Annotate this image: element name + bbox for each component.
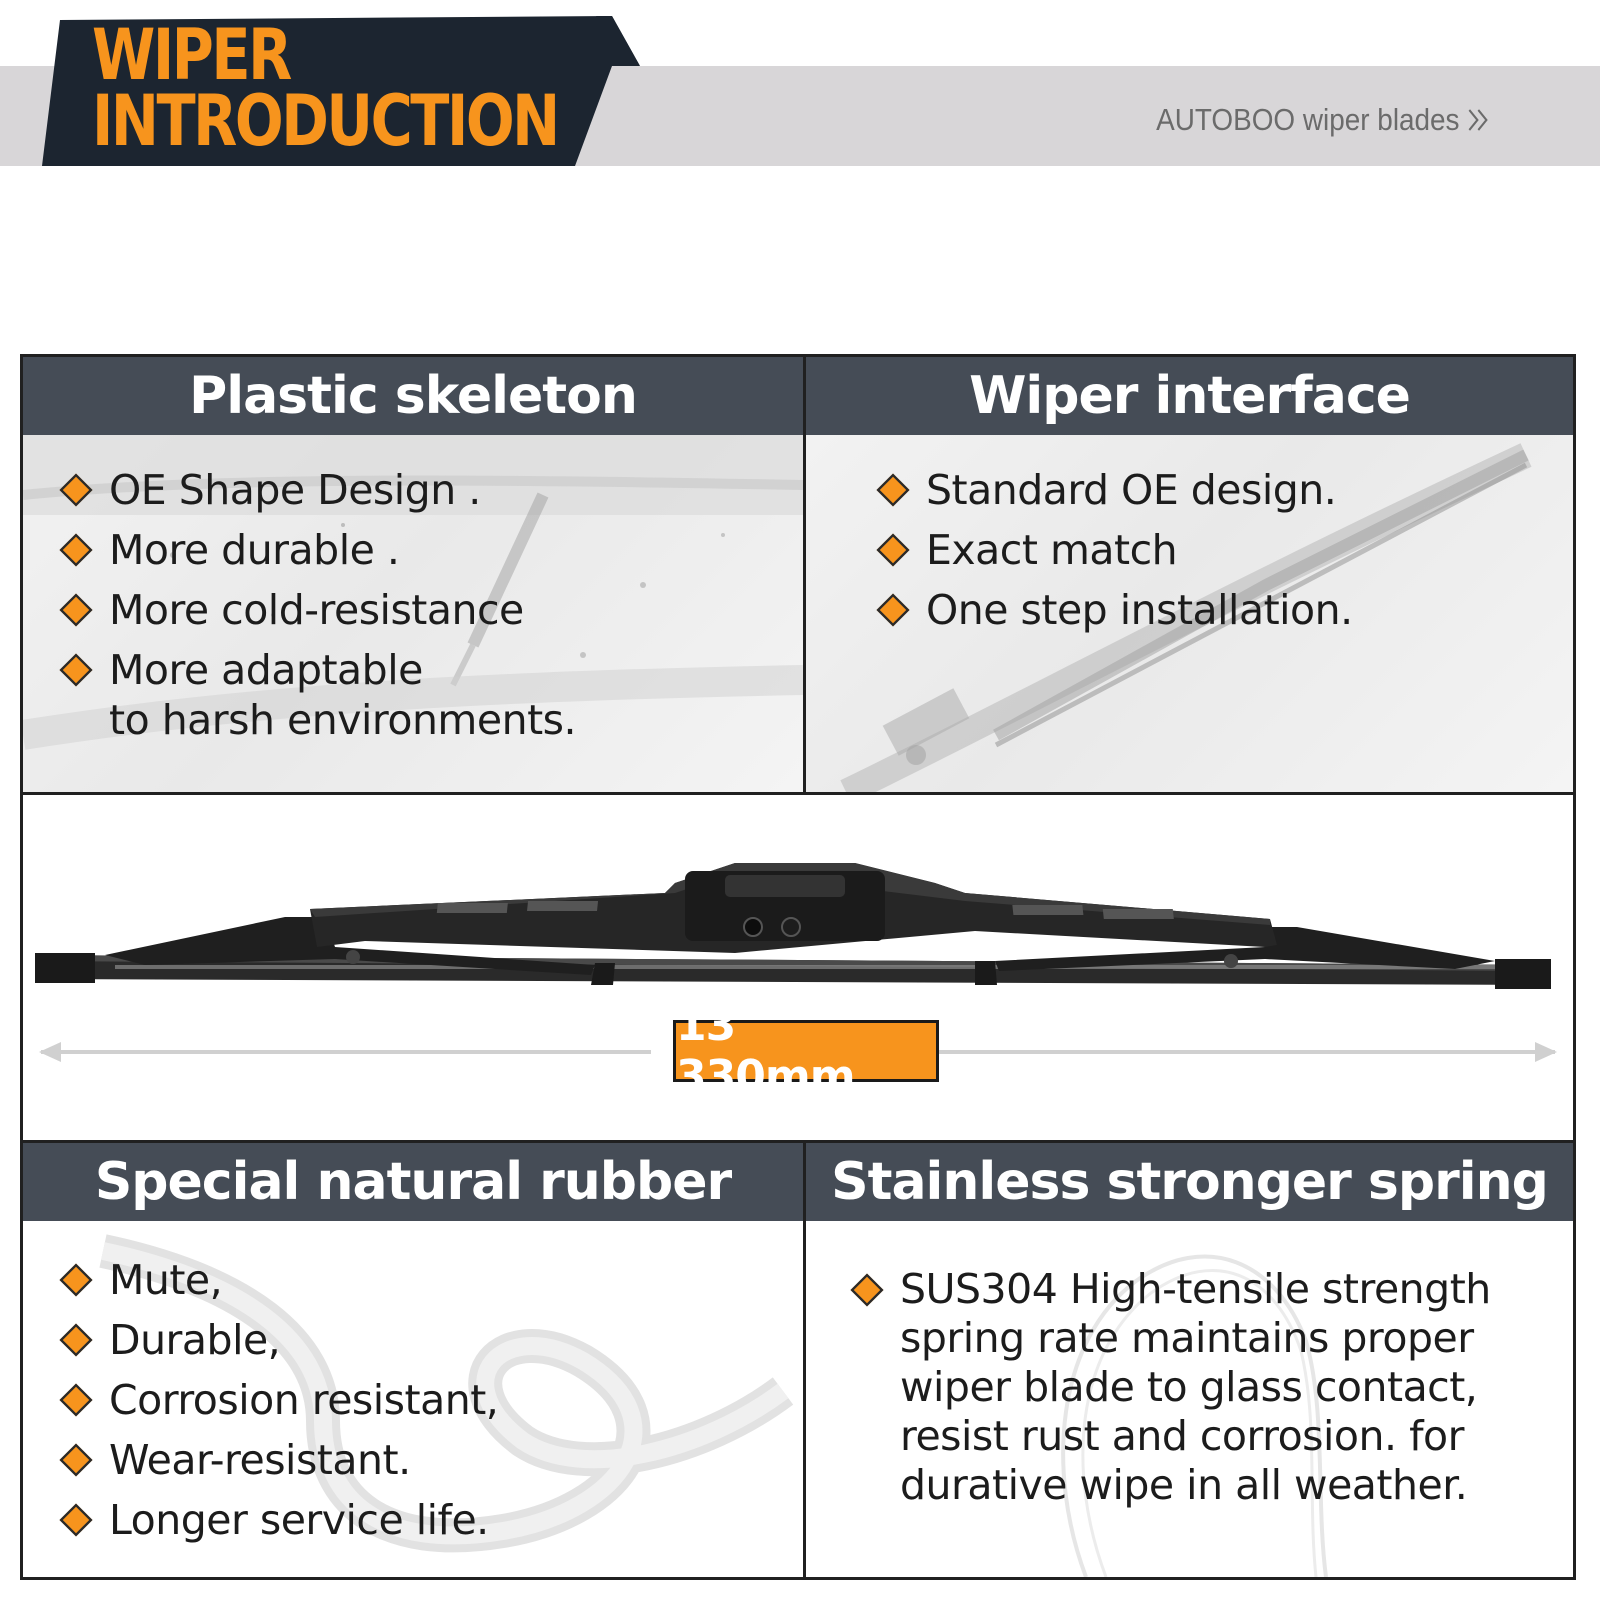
- list-item: Corrosion resistant,: [57, 1375, 499, 1425]
- diamond-bullet-icon: [876, 593, 910, 627]
- rubber-strip-photo-background: [99, 1234, 794, 1553]
- diamond-bullet-icon: [59, 593, 93, 627]
- grid-divider: [23, 792, 1573, 795]
- list-item: One step installation.: [874, 585, 1353, 635]
- diamond-bullet-icon: [850, 1273, 884, 1307]
- list-item: Longer service life.: [57, 1495, 498, 1545]
- section-body: Standard OE design. Exact match One step…: [806, 435, 1573, 792]
- feature-list: Standard OE design. Exact match One step…: [874, 465, 1353, 645]
- brand-link-label: AUTOBOO wiper blades: [1155, 102, 1460, 137]
- grid-divider: [803, 357, 806, 792]
- list-item: More durable .: [57, 525, 576, 575]
- section-title: Plastic skeleton: [23, 357, 803, 435]
- feature-grid: Plastic skeleton OE Shape Design . More …: [20, 354, 1576, 1580]
- page-title-line2: INTRODUCTION: [92, 80, 560, 162]
- brand-link[interactable]: AUTOBOO wiper blades: [1156, 102, 1490, 138]
- section-plastic-skeleton: Plastic skeleton OE Shape Design . More …: [23, 357, 803, 792]
- header-tab-shape: [42, 16, 640, 166]
- length-dimension-line: [39, 1042, 1557, 1062]
- diamond-bullet-icon: [876, 533, 910, 567]
- wiper-arm-photo-background: [840, 443, 1532, 792]
- diamond-bullet-icon: [59, 1323, 93, 1357]
- section-title: Special natural rubber: [23, 1143, 803, 1221]
- page-title: WIPER INTRODUCTION: [92, 14, 560, 162]
- section-wiper-interface: Wiper interface Standard OE design. Exac…: [806, 357, 1573, 792]
- grid-divider: [803, 1143, 806, 1577]
- double-chevron-right-icon: [1468, 109, 1488, 131]
- diamond-bullet-icon: [59, 1503, 93, 1537]
- diamond-bullet-icon: [59, 1443, 93, 1477]
- diamond-bullet-icon: [59, 653, 93, 687]
- grid-divider: [23, 1140, 1573, 1143]
- section-stainless-spring: Stainless stronger spring SUS304 High-te…: [806, 1143, 1573, 1577]
- feature-list: Mute, Durable, Corrosion resistant, Wear…: [57, 1255, 499, 1555]
- spring-strip-photo-background: [1061, 1254, 1328, 1577]
- list-item: Standard OE design.: [874, 465, 1353, 515]
- blade-size-label: 13" 330mm: [673, 1000, 939, 1102]
- section-title: Stainless stronger spring: [806, 1143, 1573, 1221]
- feature-list: OE Shape Design . More durable . More co…: [57, 465, 577, 745]
- page-title-line1: WIPER: [92, 14, 292, 96]
- diamond-bullet-icon: [59, 473, 93, 507]
- list-item: Exact match: [874, 525, 1353, 575]
- list-item: Wear-resistant.: [57, 1435, 498, 1485]
- diamond-bullet-icon: [876, 473, 910, 507]
- diamond-bullet-icon: [59, 1263, 93, 1297]
- diamond-bullet-icon: [59, 533, 93, 567]
- section-body: OE Shape Design . More durable . More co…: [23, 435, 803, 792]
- windshield-photo-background: [23, 435, 803, 750]
- section-body: Mute, Durable, Corrosion resistant, Wear…: [23, 1221, 803, 1577]
- list-item: OE Shape Design .: [57, 465, 576, 515]
- list-item: Mute,: [57, 1255, 498, 1305]
- section-blade-size: 13" 330mm: [23, 795, 1573, 1140]
- wiper-blade-image: [35, 863, 1551, 989]
- diamond-bullet-icon: [59, 1383, 93, 1417]
- list-item: Durable,: [57, 1315, 498, 1365]
- section-natural-rubber: Special natural rubber Mute, Durable, Co…: [23, 1143, 803, 1577]
- section-title: Wiper interface: [806, 357, 1573, 435]
- list-item: More cold-resistance: [57, 585, 576, 635]
